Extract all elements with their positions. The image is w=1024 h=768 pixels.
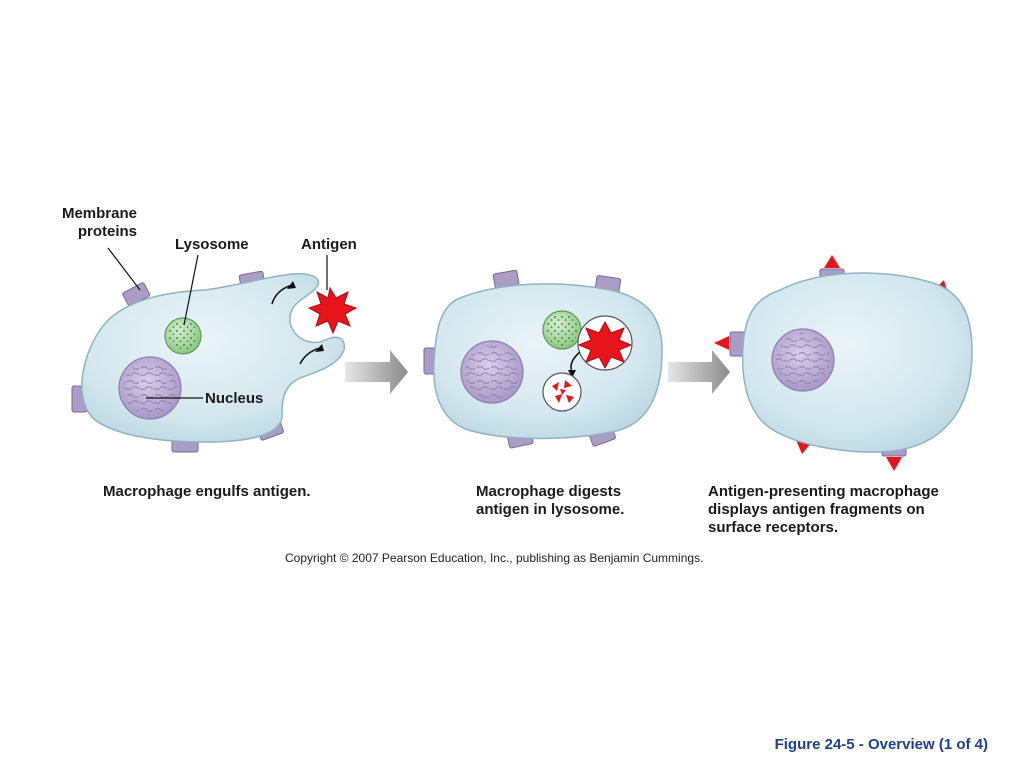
presented-antigen-icon [714,336,729,350]
engulf-arrow-icon [299,347,321,365]
caption-step-3: Antigen-presenting macrophage displays a… [708,483,939,537]
label-membrane-proteins-line1: Membrane [61,205,137,222]
figure-title: Figure 24-5 - Overview (1 of 4) [774,736,988,753]
leader-line [107,247,141,291]
label-antigen: Antigen [301,236,357,253]
label-nucleus: Nucleus [205,390,264,407]
caption-step-3-line3: surface receptors. [708,519,839,536]
caption-step-2-line2: antigen in lysosome. [476,501,625,518]
caption-step-3-line2: displays antigen fragments on [708,501,925,518]
cell-body [741,272,973,453]
presented-antigen-icon [886,457,902,471]
process-arrow-2 [668,350,730,394]
presented-antigen-icon [824,255,840,268]
caption-step-1: Macrophage engulfs antigen. [103,483,311,500]
macrophage-cell-3 [714,255,973,471]
label-membrane-proteins: Membrane proteins [50,205,137,241]
antigen-icon [307,286,358,335]
antigen-icon [577,320,633,370]
macrophage-cell-2 [423,269,663,449]
process-arrow-1 [345,350,408,394]
caption-step-2: Macrophage digests antigen in lysosome. [476,483,624,519]
label-lysosome: Lysosome [175,236,249,253]
label-membrane-proteins-line2: proteins [77,223,137,240]
macrophage-cell-1 [71,247,358,453]
caption-step-3-line1: Antigen-presenting macrophage [708,483,939,500]
caption-step-2-line1: Macrophage digests [476,483,622,500]
copyright-notice: Copyright © 2007 Pearson Education, Inc.… [285,551,704,565]
leader-line [183,254,199,326]
